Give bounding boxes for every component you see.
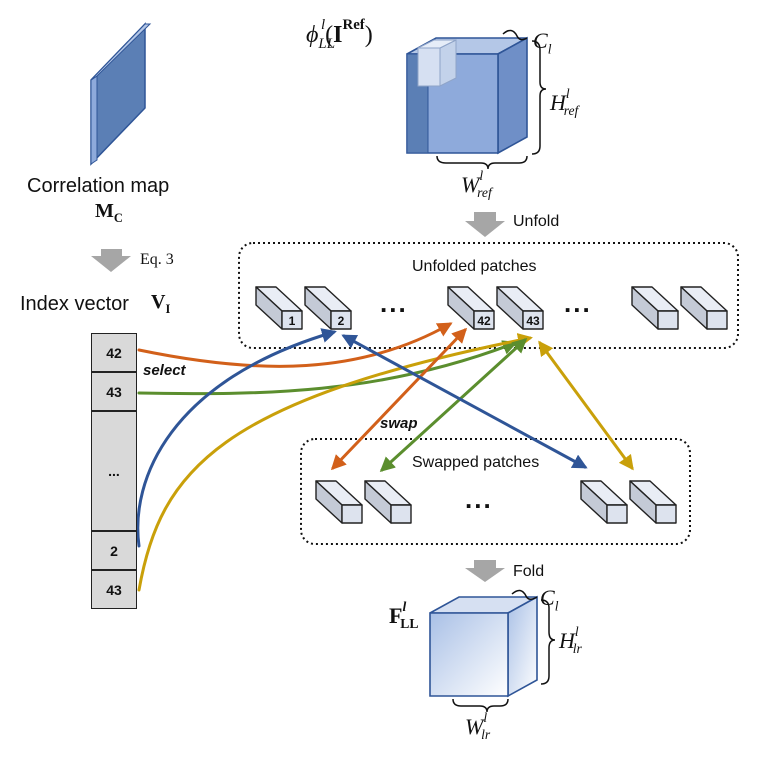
swap-arrow-orange [330, 327, 468, 471]
unfolded-patch-1-label: 1 [289, 314, 296, 328]
unfolded-patch-43-label: 43 [526, 314, 540, 328]
step-arrows [91, 212, 505, 582]
fold-label: Fold [513, 563, 545, 580]
out-w-brace [452, 698, 509, 713]
unfolded-dots-1: ... [380, 288, 408, 318]
swap-arrow-green [379, 337, 528, 473]
unfolded-patch-42-front [473, 310, 495, 330]
out-c-brace [511, 589, 538, 600]
eq-arrow [91, 249, 131, 272]
fold-arrow [465, 560, 505, 582]
swap-arrow-yellow [538, 340, 634, 471]
swapped-patch-d-front [655, 504, 677, 524]
patch-group: 1 2 42 43 [255, 286, 728, 524]
unfolded-patch-2-label: 2 [338, 314, 345, 328]
correlation-map-title: Correlation map [27, 175, 170, 197]
unfold-label: Unfold [513, 213, 560, 230]
index-cell-0: 42 [91, 333, 137, 372]
swap-label: swap [380, 415, 418, 432]
ref-c-label: Cl [533, 28, 552, 57]
unfolded-patch-43-front [522, 310, 544, 330]
correlation-map-symbol: MC [95, 200, 123, 225]
index-cell-4: 43 [91, 570, 137, 609]
ref-h-label: Hlref [550, 85, 579, 119]
out-h-brace [540, 599, 556, 685]
swapped-patch-c-front [606, 504, 628, 524]
unfolded-patch-last-a-front [657, 310, 679, 330]
swapped-patch-a-front [341, 504, 363, 524]
select-label: select [143, 362, 186, 379]
swapped-patches-title: Swapped patches [412, 454, 540, 471]
unfolded-patches-box [238, 242, 739, 349]
unfolded-patches-title: Unfolded patches [412, 258, 537, 275]
correlation-map-slab [90, 22, 152, 166]
ref-h-brace [531, 40, 547, 155]
select-arrow-43 [137, 340, 518, 396]
ref-w-label: Wlref [461, 167, 492, 201]
output-feature-symbol: FlLL [389, 598, 419, 632]
reference-feature-label: ϕLLl(IRef) [306, 17, 373, 52]
ref-c-brace [502, 29, 528, 41]
reference-feature-cube [406, 36, 528, 155]
out-h-label: Hllr [559, 623, 582, 657]
out-c-label: Cl [540, 585, 559, 614]
unfolded-dots-2: ... [564, 288, 592, 318]
unfolded-patch-42-label: 42 [477, 314, 491, 328]
unfolded-patch-last-b-front [706, 310, 728, 330]
index-cell-3: 2 [91, 531, 137, 570]
unfold-arrow [465, 212, 505, 237]
ref-w-brace [436, 155, 528, 170]
unfolded-patch-1-front [281, 310, 303, 330]
swapped-patch-b-front [390, 504, 412, 524]
output-feature-cube [429, 595, 538, 698]
index-vector-symbol: VI [151, 291, 171, 316]
mapping-arrows [136, 322, 634, 592]
swapped-dots: ... [465, 484, 493, 514]
index-cell-1: 43 [91, 372, 137, 411]
index-vector-title: Index vector [20, 293, 129, 315]
index-cell-2: ... [91, 411, 137, 531]
select-arrow-2 [136, 328, 337, 548]
out-w-label: Wllr [465, 709, 491, 743]
eq-label: Eq. 3 [140, 251, 174, 268]
